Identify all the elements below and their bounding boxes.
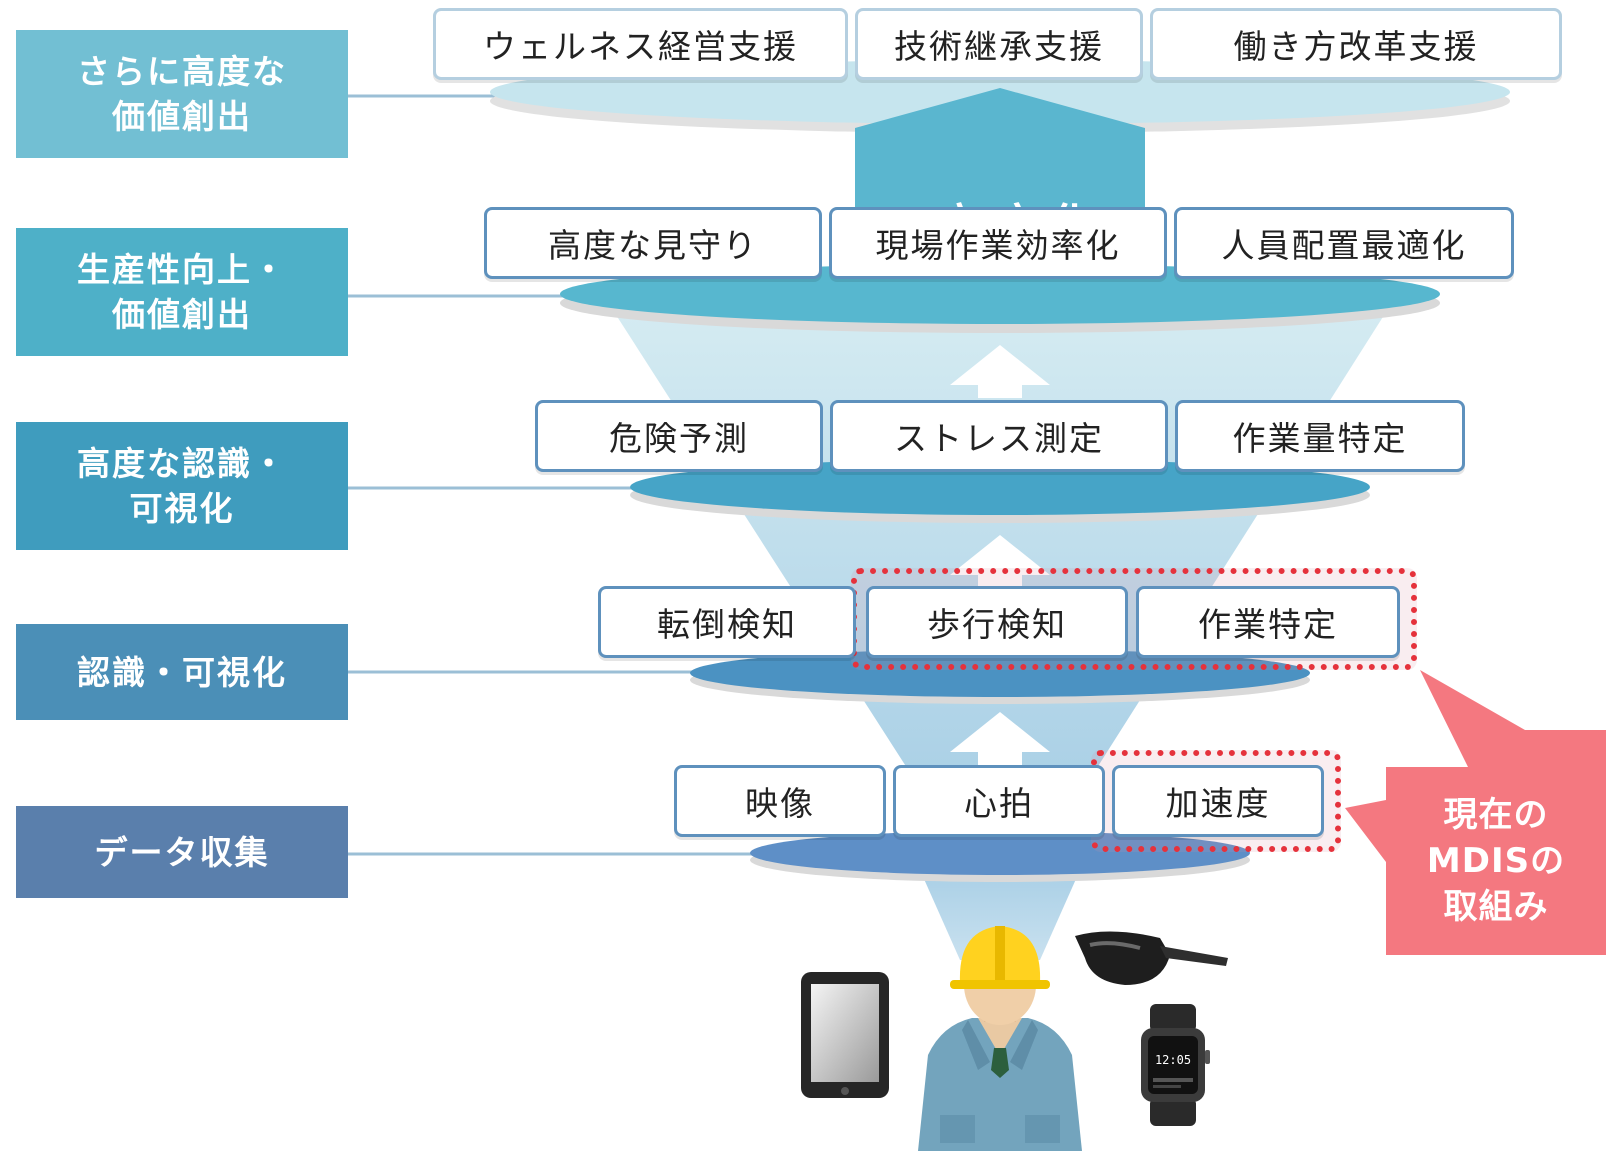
tier3-item-workload: 作業量特定 <box>1175 400 1465 472</box>
level-label-line: 可視化 <box>129 489 235 528</box>
level-label-data-collection: データ収集 <box>16 806 348 898</box>
level-label-line: 高度な認識・ <box>77 444 287 483</box>
connector-lines <box>348 94 752 856</box>
smartwatch-icon: 12:05 <box>1141 1004 1210 1126</box>
tier1-item-skill-transfer: 技術継承支援 <box>855 8 1143 80</box>
callout-line: 取組み <box>1443 887 1549 927</box>
level-label-advanced-recognition: 高度な認識・ 可視化 <box>16 422 348 550</box>
callout-line: MDISの <box>1426 841 1566 881</box>
callout-line: 現在の <box>1443 795 1549 835</box>
tier2-item-monitoring: 高度な見守り <box>484 207 822 279</box>
level-label-line: さらに高度な <box>77 52 287 91</box>
level-label-line: 生産性向上・ <box>77 250 287 289</box>
tier2-item-staffing: 人員配置最適化 <box>1174 207 1514 279</box>
worker-icon <box>918 926 1082 1151</box>
tier4-item-task-identification: 作業特定 <box>1136 586 1400 658</box>
level-label-higher-value: さらに高度な 価値創出 <box>16 30 348 158</box>
watch-time-text: 12:05 <box>1155 1053 1191 1067</box>
tier3-item-stress: ストレス測定 <box>830 400 1168 472</box>
smart-glasses-icon <box>1075 931 1228 985</box>
level-label-productivity: 生産性向上・ 価値創出 <box>16 228 348 356</box>
light-beam <box>920 870 1080 960</box>
tablet-icon <box>801 972 889 1098</box>
up-arrow-icon <box>950 345 1050 398</box>
tier5-item-acceleration: 加速度 <box>1112 765 1324 837</box>
mdis-callout: 現在の MDISの 取組み <box>1386 767 1606 955</box>
tier5-item-video: 映像 <box>674 765 886 837</box>
tier3-item-risk-prediction: 危険予測 <box>535 400 823 472</box>
up-arrow-icon <box>950 535 1050 590</box>
callout-box <box>1345 670 1606 955</box>
tier4-item-walk-detection: 歩行検知 <box>866 586 1128 658</box>
up-arrow-icon <box>950 712 1050 768</box>
tier5-item-heart-rate: 心拍 <box>893 765 1105 837</box>
level-label-line: 価値創出 <box>112 295 252 334</box>
level-label-line: 価値創出 <box>112 97 252 136</box>
tier1-item-wellness: ウェルネス経営支援 <box>433 8 848 80</box>
level-label-recognition: 認識・可視化 <box>16 624 348 720</box>
level-label-line: データ収集 <box>94 832 270 872</box>
level-label-line: 認識・可視化 <box>77 652 287 692</box>
tier4-item-fall-detection: 転倒検知 <box>598 586 856 658</box>
tier2-item-site-efficiency: 現場作業効率化 <box>829 207 1167 279</box>
tier1-item-work-reform: 働き方改革支援 <box>1150 8 1562 80</box>
